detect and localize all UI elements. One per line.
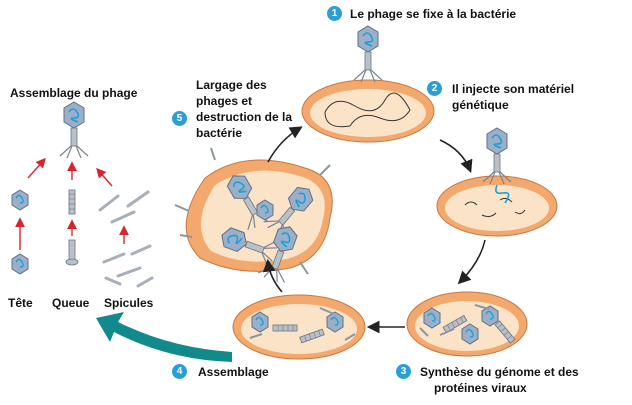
part-label-tail: Queue (52, 296, 90, 310)
part-label-spicules: Spicules (104, 296, 154, 310)
assembly-title: Assemblage du phage (10, 86, 138, 100)
step5-label-line3: destruction de la (196, 110, 293, 124)
cell-step4 (232, 294, 366, 360)
assembled-phage-icon (59, 101, 89, 159)
step5-label-line1: Largage des (196, 78, 267, 92)
cell-step5 (174, 147, 333, 286)
spicules-icon (98, 190, 154, 288)
step2-label-line2: génétique (452, 98, 509, 112)
step3-badge: 3 (396, 364, 411, 379)
assembly-panel (11, 101, 154, 288)
tail-component-icon (68, 189, 76, 215)
cycle-arrows (262, 126, 486, 334)
part-label-head: Tête (8, 296, 33, 310)
step2-label-line1: Il injecte son matériel (452, 82, 575, 96)
cell-step3 (406, 291, 528, 357)
step1-badge: 1 (327, 6, 342, 21)
step1-label: Le phage se fixe à la bactérie (350, 7, 517, 21)
assembly-link-arrow (96, 312, 232, 362)
step5-label-line4: bactérie (196, 126, 243, 140)
cell-step1 (301, 25, 435, 143)
step4-label: Assemblage (198, 365, 269, 379)
cell-step2 (436, 127, 558, 237)
step4-badge: 4 (172, 364, 187, 379)
step3-label-line2: protéines viraux (434, 381, 527, 395)
step2-badge: 2 (427, 81, 442, 96)
step5-badge: 5 (172, 111, 187, 126)
phage-icon (353, 25, 383, 83)
step5-label-line2: phages et (196, 94, 253, 108)
step3-label-line1: Synthèse du génome et des (420, 365, 579, 379)
head-component-icon (11, 189, 29, 211)
head-core-icon (11, 253, 29, 275)
